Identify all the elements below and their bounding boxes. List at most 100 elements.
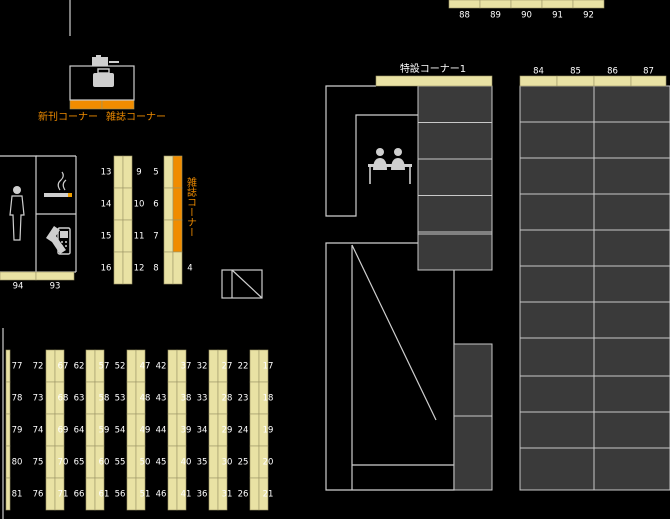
- shelf-rect: [208, 381, 219, 415]
- shelf-number: 36: [197, 490, 208, 500]
- display-bay: [519, 85, 595, 123]
- shelf-rect: [113, 187, 124, 221]
- smoking-icon: [44, 171, 72, 197]
- shelf-number: 92: [583, 11, 594, 21]
- display-bay: [417, 233, 493, 271]
- shelf-rect: [541, 0, 574, 9]
- shelf-rect: [122, 219, 133, 253]
- new-books-corner-label: 新刊コーナー: [38, 110, 98, 123]
- shelf-rect: [85, 477, 96, 511]
- display-bay: [519, 337, 595, 377]
- shelf-rect: [113, 251, 124, 285]
- shelf-rect: [249, 349, 260, 383]
- shelf-rect: [5, 349, 11, 383]
- shelf-number: 88: [459, 11, 470, 21]
- shelf-rect: [249, 413, 260, 447]
- display-bay: [417, 158, 493, 196]
- shelf-number: 33: [197, 394, 208, 404]
- shelf-number: 58: [99, 394, 110, 404]
- shelf-number: 13: [101, 168, 112, 178]
- display-bay: [593, 337, 670, 377]
- shelf-rect: [593, 75, 632, 87]
- shelf-rect: [630, 75, 667, 87]
- shelf-number: 94: [13, 282, 24, 292]
- shelf-number: 65: [74, 458, 85, 468]
- shelf-number: 47: [140, 362, 151, 372]
- shelf-number: 41: [181, 490, 192, 500]
- shelf-number: 32: [197, 362, 208, 372]
- shelf-rect: [85, 349, 96, 383]
- shelf-rect: [249, 477, 260, 511]
- shelf-rect: [5, 413, 11, 447]
- shelf-number: 29: [222, 426, 233, 436]
- shelf-number: 31: [222, 490, 233, 500]
- shelf-rect: [5, 445, 11, 479]
- shelf-number: 64: [74, 426, 85, 436]
- shelf-number: 71: [58, 490, 69, 500]
- shelf-number: 62: [74, 362, 85, 372]
- shelf-rect: [69, 99, 103, 110]
- shelf-rect: [208, 413, 219, 447]
- shelf-number: 57: [99, 362, 110, 372]
- restroom-icon: [9, 186, 25, 241]
- shelf-number: 69: [58, 426, 69, 436]
- shelf-number: 90: [521, 11, 532, 21]
- shelf-number: 53: [115, 394, 126, 404]
- fixture-box: [221, 269, 263, 299]
- shelf-rect: [85, 445, 96, 479]
- shelf-rect: [217, 477, 228, 511]
- display-bay: [519, 157, 595, 195]
- shelf-rect: [45, 477, 56, 511]
- shelf-number: 77: [12, 362, 23, 372]
- shelf-rect: [122, 187, 133, 221]
- shelf-number: 54: [115, 426, 126, 436]
- shelf-number: 30: [222, 458, 233, 468]
- shelf-rect: [135, 477, 146, 511]
- shelf-rect: [510, 0, 543, 9]
- display-bay: [519, 121, 595, 159]
- shelf-number: 21: [263, 490, 274, 500]
- shelf-rect: [5, 381, 11, 415]
- shelf-number: 44: [156, 426, 167, 436]
- display-bay: [593, 375, 670, 413]
- shelf-number: 51: [140, 490, 151, 500]
- display-bay: [593, 121, 670, 159]
- wall-line: [351, 244, 437, 421]
- shelf-rect: [556, 75, 595, 87]
- shelf-rect: [375, 75, 493, 87]
- shelf-rect: [45, 413, 56, 447]
- shelf-number: 72: [33, 362, 44, 372]
- shelf-rect: [122, 155, 133, 189]
- shelf-rect: [113, 219, 124, 253]
- shelf-number: 49: [140, 426, 151, 436]
- shelf-rect: [172, 219, 183, 253]
- shelf-number: 60: [99, 458, 110, 468]
- shelf-rect: [176, 477, 187, 511]
- shelf-number: 81: [12, 490, 23, 500]
- display-bay: [593, 411, 670, 449]
- shelf-rect: [94, 477, 105, 511]
- shelf-number: 93: [50, 282, 61, 292]
- shelf-rect: [126, 381, 137, 415]
- display-bay: [593, 265, 670, 303]
- shelf-number: 7: [153, 232, 158, 242]
- shelf-number: 28: [222, 394, 233, 404]
- bays-layer: [417, 85, 670, 491]
- shelf-number: 87: [643, 67, 654, 77]
- shelf-number: 6: [153, 200, 158, 210]
- shelf-rect: [249, 381, 260, 415]
- shelf-number: 67: [58, 362, 69, 372]
- shelf-number: 5: [153, 168, 158, 178]
- wall-line: [231, 269, 263, 299]
- shelf-number: 17: [263, 362, 274, 372]
- shelf-number: 27: [222, 362, 233, 372]
- display-bay: [593, 193, 670, 231]
- shelf-number: 26: [238, 490, 249, 500]
- shelf-number: 22: [238, 362, 249, 372]
- shelf-rect: [163, 219, 174, 253]
- shelf-number: 9: [136, 168, 141, 178]
- shelf-rect: [45, 381, 56, 415]
- magazine-corner-label: 雑誌コーナー: [106, 110, 166, 123]
